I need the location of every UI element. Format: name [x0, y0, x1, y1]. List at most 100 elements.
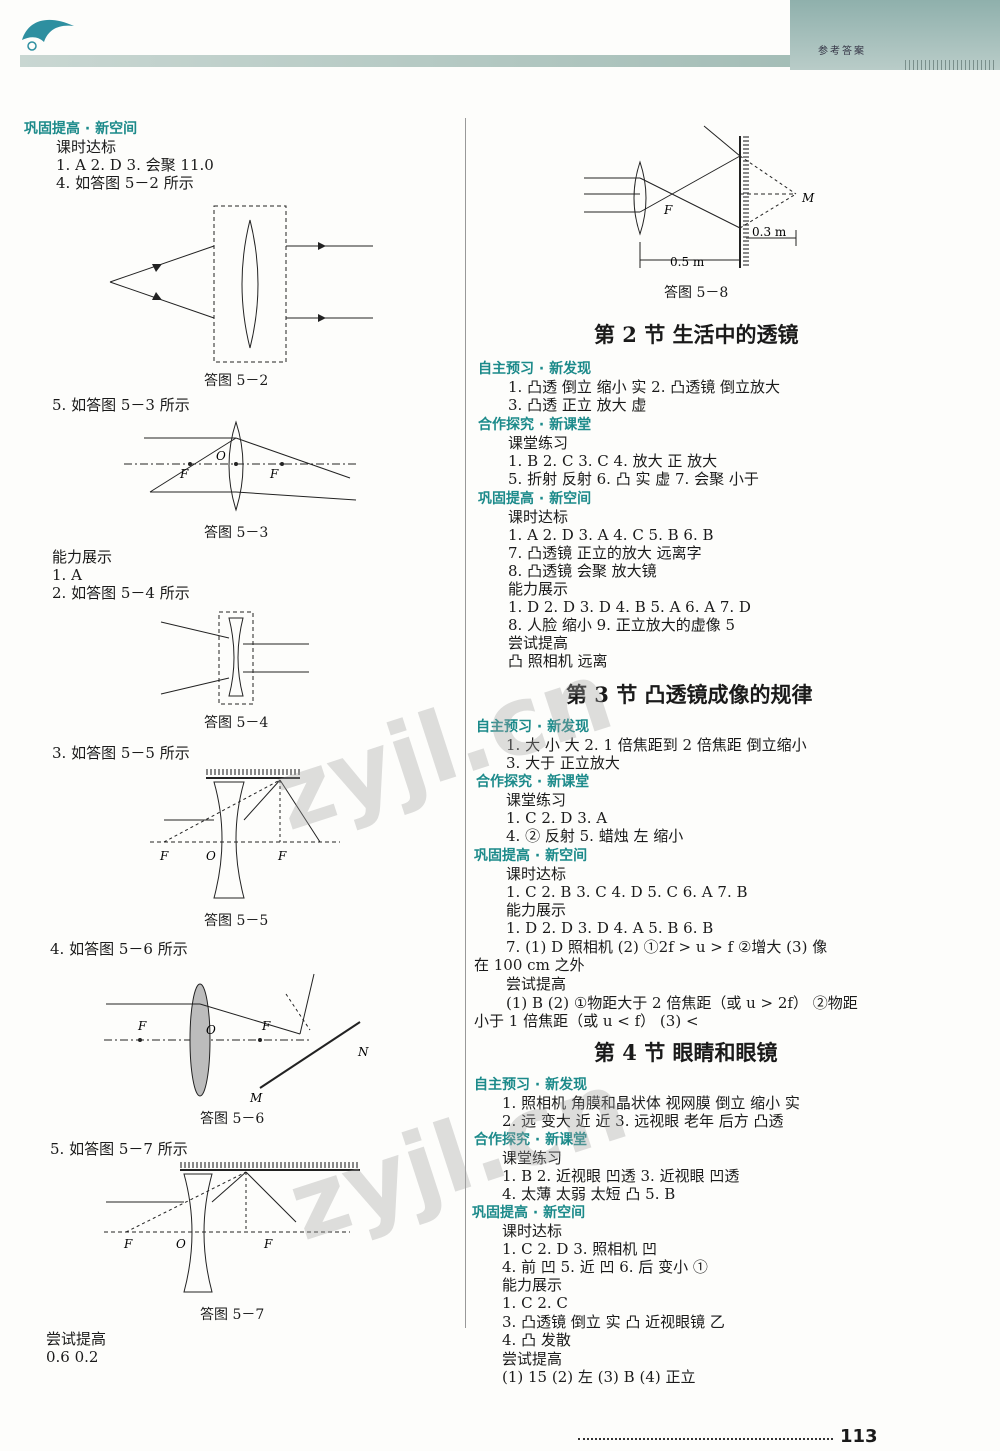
answer-line: 5. 折射 反射 6. 凸 实 虚 7. 会聚 小于	[508, 470, 759, 488]
answer-line: 4. 前 凹 5. 近 凹 6. 后 变小 ①	[502, 1258, 708, 1276]
distance-label: 0.3 m	[752, 225, 787, 239]
answer-line: 4. 如答图 5－2 所示	[56, 174, 194, 192]
answer-line: 2. 如答图 5－4 所示	[52, 584, 190, 602]
bird-logo-icon	[22, 19, 74, 51]
answer-line: 1. 大 小 大 2. 1 倍焦距到 2 倍焦距 倒立缩小	[506, 736, 807, 754]
label-lesson-goal: 课时达标	[502, 1222, 563, 1240]
answer-line: 1. A	[52, 566, 82, 584]
diagram-5-6: F O F N M	[104, 973, 369, 1104]
point-label: F	[269, 467, 279, 481]
caption-5-7: 答图 5－7	[200, 1307, 265, 1323]
label-lesson-goal: 课时达标	[56, 138, 117, 156]
answer-line: 1. C 2. D 3. A	[506, 809, 608, 827]
label-practice: 课堂练习	[508, 434, 569, 452]
point-label: F	[277, 849, 287, 863]
answer-line: (1) 15 (2) 左 (3) B (4) 正立	[502, 1368, 696, 1386]
heading-preview: 自主预习 · 新发现	[478, 361, 592, 377]
point-label: N	[357, 1045, 369, 1059]
column-divider	[465, 118, 466, 1328]
caption-5-6: 答图 5－6	[200, 1111, 265, 1127]
footer-rule	[578, 1438, 833, 1440]
label-lesson-goal: 课时达标	[508, 508, 569, 526]
point-label: O	[216, 449, 226, 463]
answer-line: 小于 1 倍焦距（或 u < f） (3) <	[474, 1012, 699, 1030]
point-label: F	[159, 849, 169, 863]
point-label: F	[137, 1019, 147, 1033]
caption-5-8: 答图 5－8	[664, 285, 729, 301]
heading-preview: 自主预习 · 新发现	[474, 1077, 588, 1093]
caption-5-4: 答图 5－4	[204, 715, 269, 731]
answer-line: 1. C 2. C	[502, 1294, 568, 1312]
answer-line: 1. 照相机 角膜和晶状体 视网膜 倒立 缩小 实	[502, 1094, 800, 1112]
section-title-4: 第 4 节 眼睛和眼镜	[594, 1040, 778, 1065]
diagram-5-4	[160, 611, 309, 705]
heading-consolidate: 巩固提高 · 新空间	[24, 121, 138, 137]
label-lesson-goal: 课时达标	[506, 865, 567, 883]
header-tag: 参考答案	[818, 46, 866, 57]
answer-line: 1. A 2. D 3. 会聚 11.0	[56, 156, 214, 174]
answer-line: 3. 凸透镜 倒立 实 凸 近视眼镜 乙	[502, 1313, 725, 1331]
answer-line: 1. 凸透 倒立 缩小 实 2. 凸透镜 倒立放大	[508, 378, 781, 396]
point-label: M	[801, 191, 815, 205]
label-ability: 能力展示	[52, 548, 113, 566]
answer-line: 1. C 2. D 3. 照相机 凹	[502, 1240, 658, 1258]
answer-line: 4. 如答图 5－6 所示	[50, 940, 188, 958]
distance-label: 0.5 m	[670, 255, 705, 269]
answer-line: 0.6 0.2	[46, 1348, 99, 1366]
section-title-2: 第 2 节 生活中的透镜	[594, 322, 799, 347]
answer-line: 1. D 2. D 3. D 4. B 5. A 6. A 7. D	[508, 598, 751, 616]
header-tab: 参考答案	[790, 0, 1000, 70]
caption-5-2: 答图 5－2	[204, 373, 269, 389]
caption-5-5: 答图 5－5	[204, 913, 269, 929]
caption-5-3: 答图 5－3	[204, 525, 269, 541]
answer-line: 7. 凸透镜 正立的放大 远离字	[508, 544, 702, 562]
point-label: F	[261, 1019, 271, 1033]
point-label: O	[206, 1023, 216, 1037]
answer-line: 5. 如答图 5－7 所示	[50, 1140, 188, 1158]
answer-line: 3. 如答图 5－5 所示	[52, 744, 190, 762]
diagram-5-3: O F F	[124, 420, 358, 512]
point-label: F	[263, 1237, 273, 1251]
answer-line: 凸 照相机 远离	[508, 652, 608, 670]
page-number: 113	[840, 1426, 878, 1447]
answer-line: 7. (1) D 照相机 (2) ①2f > u > f ②增大 (3) 像	[506, 938, 828, 956]
heading-explore: 合作探究 · 新课堂	[474, 1132, 588, 1148]
heading-preview: 自主预习 · 新发现	[476, 719, 590, 735]
answer-line: 1. D 2. D 3. D 4. A 5. B 6. B	[506, 919, 714, 937]
answer-line: 2. 远 变大 近 近 3. 远视眼 老年 后方 凸透	[502, 1112, 784, 1130]
diagram-5-2	[109, 205, 373, 363]
answer-line: 8. 人脸 缩小 9. 正立放大的虚像 5	[508, 616, 736, 634]
point-label: M	[249, 1091, 263, 1104]
answer-line: 4. 太薄 太弱 太短 凸 5. B	[502, 1185, 676, 1203]
point-label: F	[123, 1237, 133, 1251]
heading-consolidate: 巩固提高 · 新空间	[474, 848, 588, 864]
page-header: 参考答案	[0, 0, 1000, 78]
label-ability: 能力展示	[506, 901, 567, 919]
answer-line: 3. 凸透 正立 放大 虚	[508, 396, 647, 414]
answer-line: 5. 如答图 5－3 所示	[52, 396, 190, 414]
heading-consolidate: 巩固提高 · 新空间	[472, 1205, 586, 1221]
answer-line: 在 100 cm 之外	[474, 956, 585, 974]
answer-line: 4. 凸 发散	[502, 1331, 571, 1349]
point-label: O	[206, 849, 216, 863]
label-practice: 课堂练习	[502, 1149, 563, 1167]
answer-line: 4. ② 反射 5. 蜡烛 左 缩小	[506, 827, 684, 845]
point-label: F	[663, 203, 673, 217]
label-ability: 能力展示	[508, 580, 569, 598]
point-label: O	[176, 1237, 186, 1251]
answer-line: 8. 凸透镜 会聚 放大镜	[508, 562, 657, 580]
section-title-3: 第 3 节 凸透镜成像的规律	[566, 682, 813, 707]
label-try: 尝试提高	[502, 1350, 563, 1368]
answer-line: 3. 大于 正立放大	[506, 754, 620, 772]
label-practice: 课堂练习	[506, 791, 567, 809]
diagram-5-7: F O F	[104, 1162, 360, 1293]
diagram-5-8: F M 0.5 m 0.3 m	[584, 125, 815, 269]
header-ticks	[905, 60, 995, 70]
diagram-5-5: F O F	[150, 769, 340, 899]
label-ability: 能力展示	[502, 1276, 563, 1294]
heading-consolidate: 巩固提高 · 新空间	[478, 491, 592, 507]
header-band	[20, 55, 900, 67]
answer-line: 1. B 2. C 3. C 4. 放大 正 放大	[508, 452, 718, 470]
answer-line: 1. A 2. D 3. A 4. C 5. B 6. B	[508, 526, 714, 544]
heading-explore: 合作探究 · 新课堂	[476, 774, 590, 790]
